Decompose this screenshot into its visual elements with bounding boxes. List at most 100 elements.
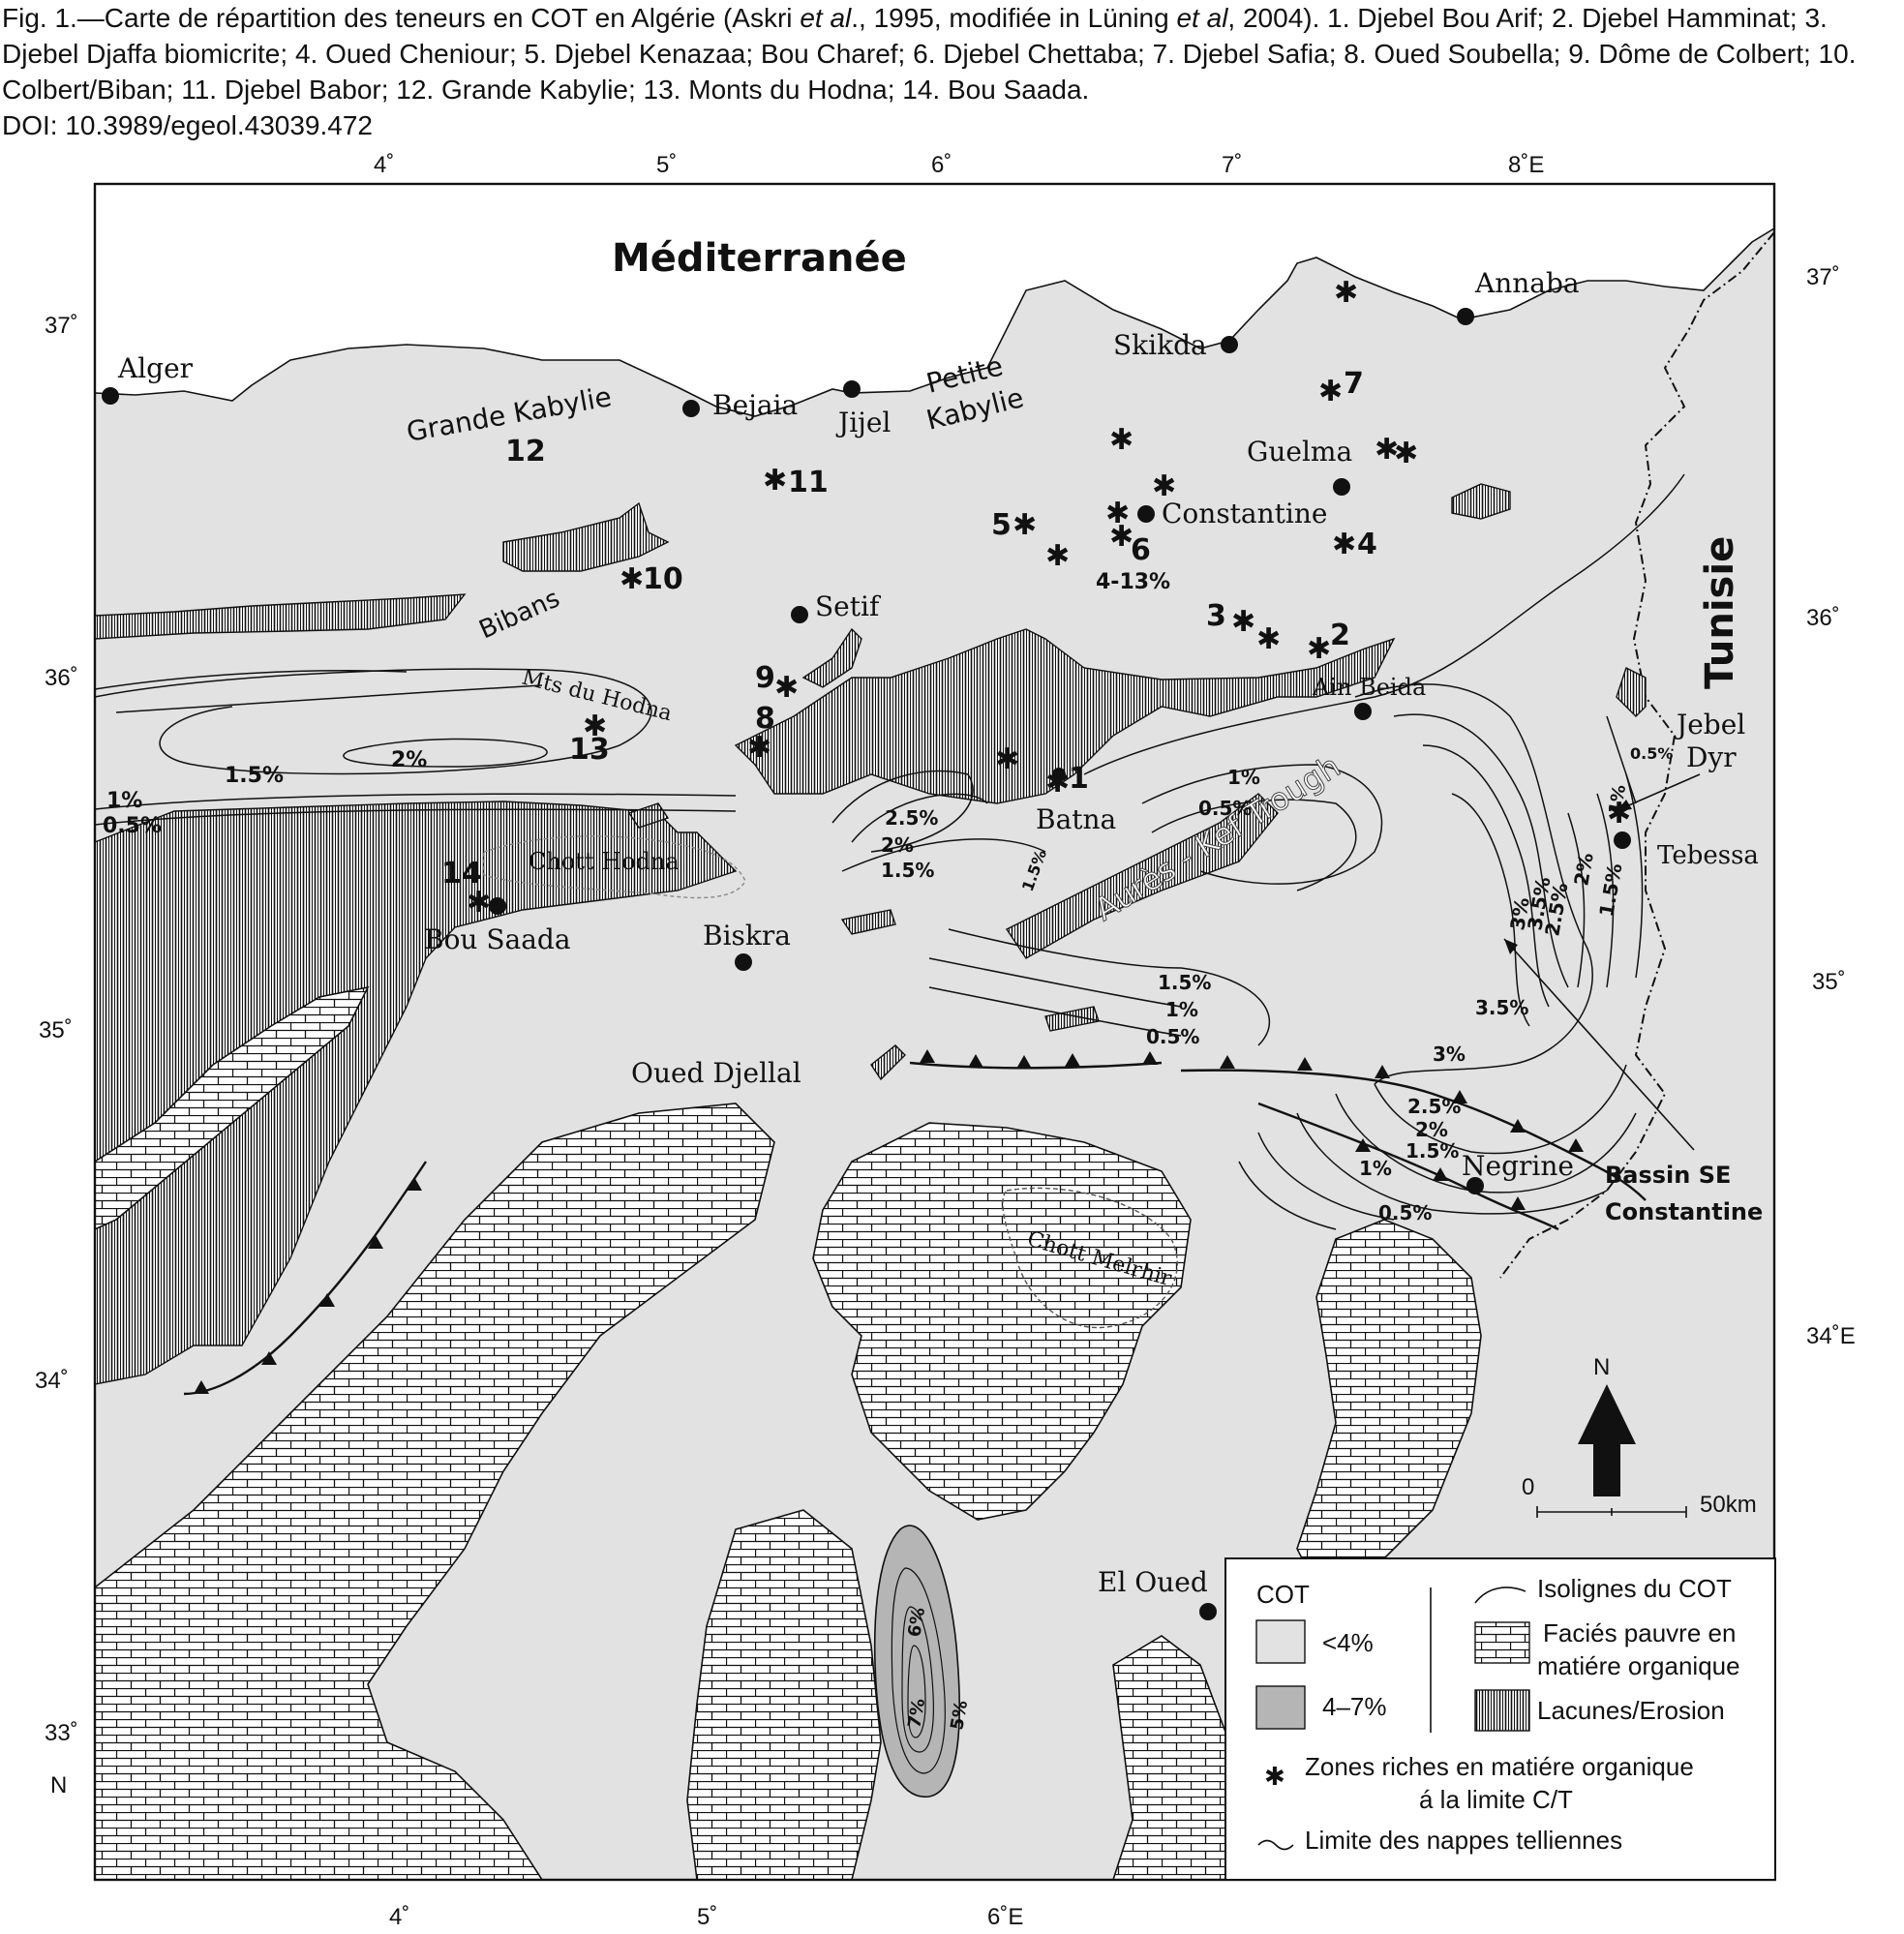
- city-jebel-dyr: Jebel Dyr: [1674, 709, 1745, 773]
- asterisk-icon: ✱: [1334, 276, 1358, 310]
- site-number: 13: [569, 733, 610, 767]
- axis-bottom-tick: 4˚: [389, 1904, 409, 1930]
- isoline-labels: 1.5% 2% 1% 0.5% 2.5% 2% 1.5% 1.5% 1% 0.5…: [103, 744, 1673, 1732]
- site-number: 2: [1330, 619, 1350, 652]
- isoline-east-7: [1296, 1112, 1608, 1215]
- asterisk-icon: ✱: [1375, 433, 1399, 467]
- asterisk-icon: ✱: [1318, 375, 1343, 408]
- isoline-east-8: [1257, 1132, 1395, 1221]
- city-label: Jebel: [1674, 709, 1745, 740]
- legend-nappes-label: Limite des nappes telliennes: [1305, 1826, 1622, 1855]
- isoline-label: 1%: [1227, 766, 1260, 789]
- legend-rich-label-2: á la limite C/T: [1419, 1785, 1573, 1814]
- axis-right-tick: 36˚: [1806, 605, 1840, 631]
- city-label: Skikda: [1113, 329, 1207, 361]
- caption-lead: Fig. 1.—Carte de répartition des teneurs…: [2, 3, 793, 33]
- isoline-label: 3%: [1433, 1043, 1466, 1066]
- legend-isoline-icon: [1474, 1586, 1526, 1604]
- site-number: 11: [788, 466, 829, 499]
- axis-top-tick: 4˚: [374, 152, 394, 178]
- axis-left-tick: 37˚: [45, 313, 78, 339]
- asterisk-icon: ✱: [1045, 766, 1070, 800]
- axis-left: 37˚ 36˚ 35˚ 34˚ 33˚ N: [35, 313, 78, 1798]
- legend-poor-label-2: matiére organique: [1537, 1651, 1740, 1680]
- site-number: 5: [991, 508, 1012, 542]
- site-number: 10: [643, 562, 683, 596]
- site-numbers: 1 2 3 4 5 6 4-13% 7 9 8 10 11 12 13 14: [441, 367, 1377, 891]
- bassin-arrow: [1503, 938, 1695, 1151]
- legend-high-label: 4–7%: [1322, 1692, 1387, 1721]
- site-range: 4-13%: [1096, 570, 1170, 594]
- asterisk-icon: ✱: [1012, 508, 1037, 542]
- isoline-label: 2%: [391, 748, 427, 772]
- legend-swatch-low: [1255, 1619, 1306, 1664]
- isoline-vert-3: [1625, 773, 1644, 979]
- isoline-central-1: [948, 928, 1271, 1046]
- bassin-label-1: Bassin SE: [1605, 1162, 1731, 1189]
- isoline-east-5: [1374, 1064, 1627, 1155]
- city-label: Dyr: [1686, 741, 1737, 773]
- rich-zone-south: [873, 1525, 960, 1798]
- asterisk-icon: ✱: [747, 731, 771, 765]
- scale-zero: 0: [1522, 1474, 1534, 1500]
- rich-isoline: [901, 1606, 934, 1753]
- erosion-zone-east: [1616, 667, 1647, 717]
- axis-left-tick: 34˚: [35, 1368, 69, 1394]
- city-el-oued: El Oued: [1098, 1566, 1217, 1620]
- site-number: 3: [1206, 599, 1226, 633]
- erosion-zone-west: [94, 801, 738, 1385]
- figure-caption: Fig. 1.—Carte de répartition des teneurs…: [2, 0, 1899, 143]
- legend: COT <4% 4–7% Isolignes du COT Faciés pau…: [1224, 1557, 1776, 1881]
- bassin-label-2: Constantine: [1605, 1198, 1763, 1225]
- rich-isoline: [891, 1567, 946, 1774]
- site-number: 7: [1344, 367, 1364, 401]
- isoline-label: 6%: [904, 1606, 929, 1639]
- isoline-label: 1.5%: [881, 859, 934, 882]
- axis-left-tick: 33˚: [45, 1720, 78, 1746]
- asterisk-icon: ✱: [1045, 539, 1070, 573]
- asterisk-icon: ✱: [1256, 622, 1281, 656]
- city-label: Ain Beida: [1312, 674, 1426, 701]
- isoline-label: 0.5%: [103, 814, 162, 838]
- thrust-line-south: [1257, 1102, 1559, 1231]
- asterisk-icon: ✱: [995, 742, 1019, 776]
- city-batna: Batna: [1036, 768, 1116, 835]
- city-label: Guelma: [1247, 436, 1352, 468]
- isoline-label: 1%: [106, 789, 142, 813]
- city-label: Tebessa: [1657, 841, 1759, 870]
- caption-rest: , 2004). 1. Djebel Bou Arif; 2. Djebel H…: [2, 3, 1857, 105]
- asterisk-icon: ✱: [1332, 528, 1356, 561]
- thrust-teeth: [194, 1049, 1584, 1394]
- axis-bottom: 4˚ 5˚ 6˚E: [389, 1904, 1023, 1930]
- city-label: Negrine: [1462, 1150, 1574, 1182]
- isoline-label: 1.5%: [1405, 1139, 1459, 1163]
- caption-doi: DOI: 10.3989/egeol.43039.472: [2, 110, 373, 140]
- isoline-label: 3.5%: [1475, 996, 1528, 1019]
- city-label: El Oued: [1098, 1566, 1208, 1598]
- isoline-vert-1: [1567, 812, 1586, 988]
- isoline-label: 7%: [904, 1697, 929, 1730]
- city-biskra: Biskra: [703, 920, 791, 971]
- city-label: Biskra: [703, 920, 791, 952]
- rich-zone-shape: [873, 1525, 960, 1798]
- city-label: Bejaia: [712, 389, 798, 421]
- cities: Alger Bejaia Jijel Skikda Annaba Guelma …: [102, 267, 1759, 1620]
- thrust-line-east: [1180, 1069, 1647, 1201]
- north-arrow-label: N: [1593, 1354, 1610, 1380]
- isoline-label: 1.5%: [225, 764, 284, 788]
- rich-isoline: [907, 1645, 926, 1738]
- asterisk-icon: ✱: [1105, 497, 1130, 530]
- isoline-label: 1%: [1605, 783, 1630, 816]
- isoline-hodna-outer: [94, 668, 652, 775]
- isoline-label: 0.5%: [1378, 1201, 1432, 1224]
- isoline-east-4: [1451, 793, 1530, 1027]
- caption-mid: ., 1995, modifiée in Lüning: [851, 3, 1169, 33]
- city-tebessa: Tebessa: [1614, 831, 1759, 870]
- isoline-central-2: [928, 957, 1182, 1008]
- north-arrow-icon: [1578, 1384, 1636, 1496]
- isoline-label: 0.5%: [1146, 1025, 1199, 1048]
- city-bejaia: Bejaia: [682, 389, 798, 421]
- isoline-east-3: [1422, 744, 1550, 1008]
- asterisk-icon: ✱: [467, 886, 491, 920]
- legend-gaps-label: Lacunes/Erosion: [1537, 1696, 1725, 1725]
